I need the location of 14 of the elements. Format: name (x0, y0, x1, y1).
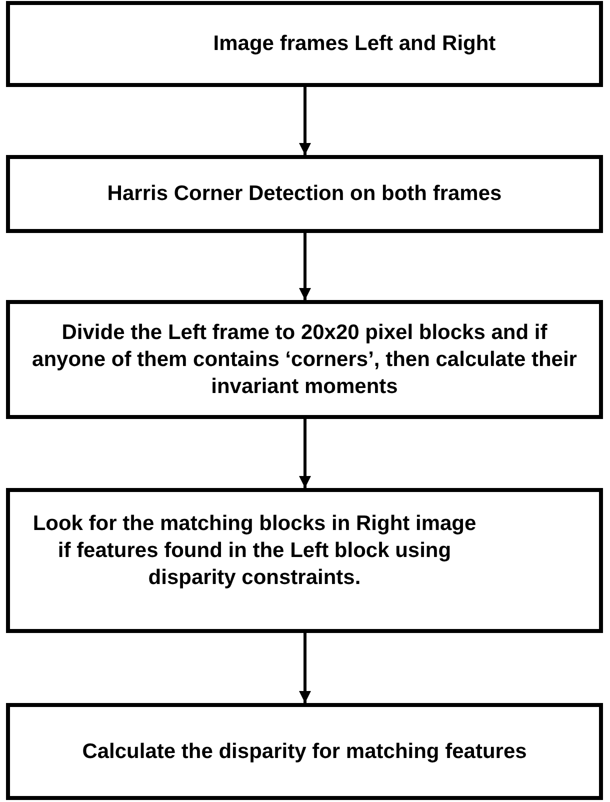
process-box (6, 300, 603, 419)
process-box (6, 703, 603, 800)
step-text: Calculate the disparity for matching features (82, 738, 527, 765)
step-text: Divide the Left frame to 20x20 pixel blocks and if anyone of them contains ‘corners’, then calculate their invariant moments (31, 320, 578, 400)
process-box (6, 1, 603, 87)
arrow (299, 633, 311, 703)
arrow (299, 233, 311, 300)
step-text: Image frames Left and Right (213, 31, 496, 58)
arrow (299, 419, 311, 488)
process-box (6, 155, 603, 233)
arrow (299, 87, 311, 155)
step-text: Look for the matching blocks in Right image if features found in the Left block using disparity constraints. (32, 510, 478, 592)
process-box (6, 488, 603, 633)
step-text: Harris Corner Detection on both frames (107, 181, 502, 208)
